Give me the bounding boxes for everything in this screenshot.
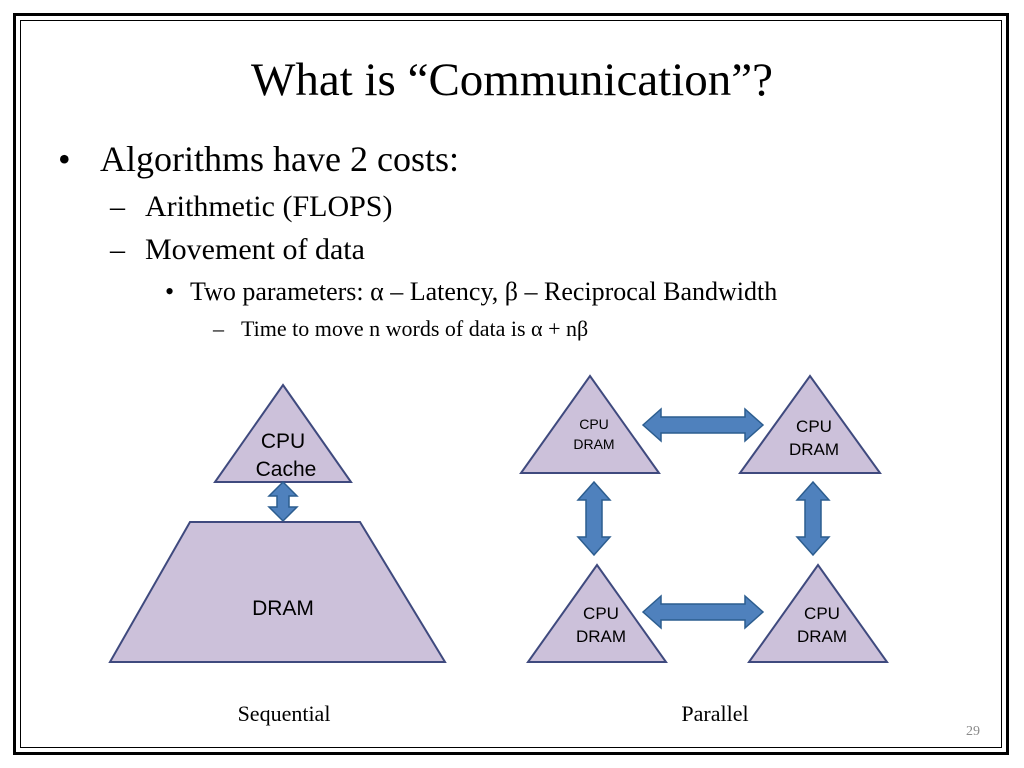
node-cpu-label: CPU (796, 417, 832, 436)
arrow-left-vertical (576, 480, 612, 557)
arrow-top-horizontal (641, 407, 765, 443)
bullet-algorithms-costs: • Algorithms have 2 costs: (58, 138, 459, 180)
node-dram-label: DRAM (573, 436, 614, 452)
dram-label: DRAM (252, 597, 314, 620)
dash-marker: – (110, 190, 125, 223)
bullet-text: Movement of data (145, 233, 365, 266)
slide-title: What is “Communication”? (250, 54, 774, 106)
bullet-marker: • (58, 139, 71, 179)
parallel-node-bottom-left (526, 563, 668, 663)
parallel-node-top-right (738, 374, 882, 474)
dash-marker: – (213, 316, 224, 341)
bullet-marker: • (165, 277, 175, 306)
cache-label: Cache (256, 458, 317, 481)
bullet-two-parameters: • Two parameters: α – Latency, β – Recipr… (165, 276, 777, 308)
node-cpu-label: CPU (583, 604, 619, 623)
slide-outer-border (13, 13, 1009, 755)
arrow-bottom-horizontal (641, 594, 765, 630)
parallel-caption: Parallel (681, 701, 749, 726)
node-dram-label: DRAM (789, 440, 839, 459)
bullet-text: Algorithms have 2 costs: (100, 139, 459, 179)
dram-trapezoid (108, 521, 447, 663)
parallel-node-top-left (519, 374, 661, 474)
sequential-caption: Sequential (237, 701, 331, 726)
arrow-right-vertical (795, 480, 831, 557)
bullet-text: Time to move n words of data is α + nβ (241, 316, 589, 341)
cpu-label: CPU (261, 430, 305, 453)
bullet-text: Arithmetic (FLOPS) (145, 190, 393, 223)
node-dram-label: DRAM (576, 627, 626, 646)
page-number: 29 (966, 724, 980, 739)
node-cpu-label: CPU (579, 416, 609, 432)
cache-dram-arrow (267, 480, 299, 523)
dash-marker: – (110, 233, 125, 266)
bullet-time-to-move: –Time to move n words of data is α + nβ (213, 315, 588, 343)
node-dram-label: DRAM (797, 627, 847, 646)
parallel-diagram: CPU DRAM CPU DRAM CPU DRAM CPU DRAM (519, 374, 889, 663)
bullet-text: Two parameters: α – Latency, β – Recipro… (190, 277, 778, 306)
bullet-arithmetic: –Arithmetic (FLOPS) (110, 189, 393, 225)
sequential-diagram: CPU Cache DRAM (108, 383, 447, 663)
bullet-movement-of-data: –Movement of data (110, 232, 365, 268)
node-cpu-label: CPU (804, 604, 840, 623)
parallel-node-bottom-right (747, 563, 889, 663)
slide-inner-border (20, 20, 1002, 748)
